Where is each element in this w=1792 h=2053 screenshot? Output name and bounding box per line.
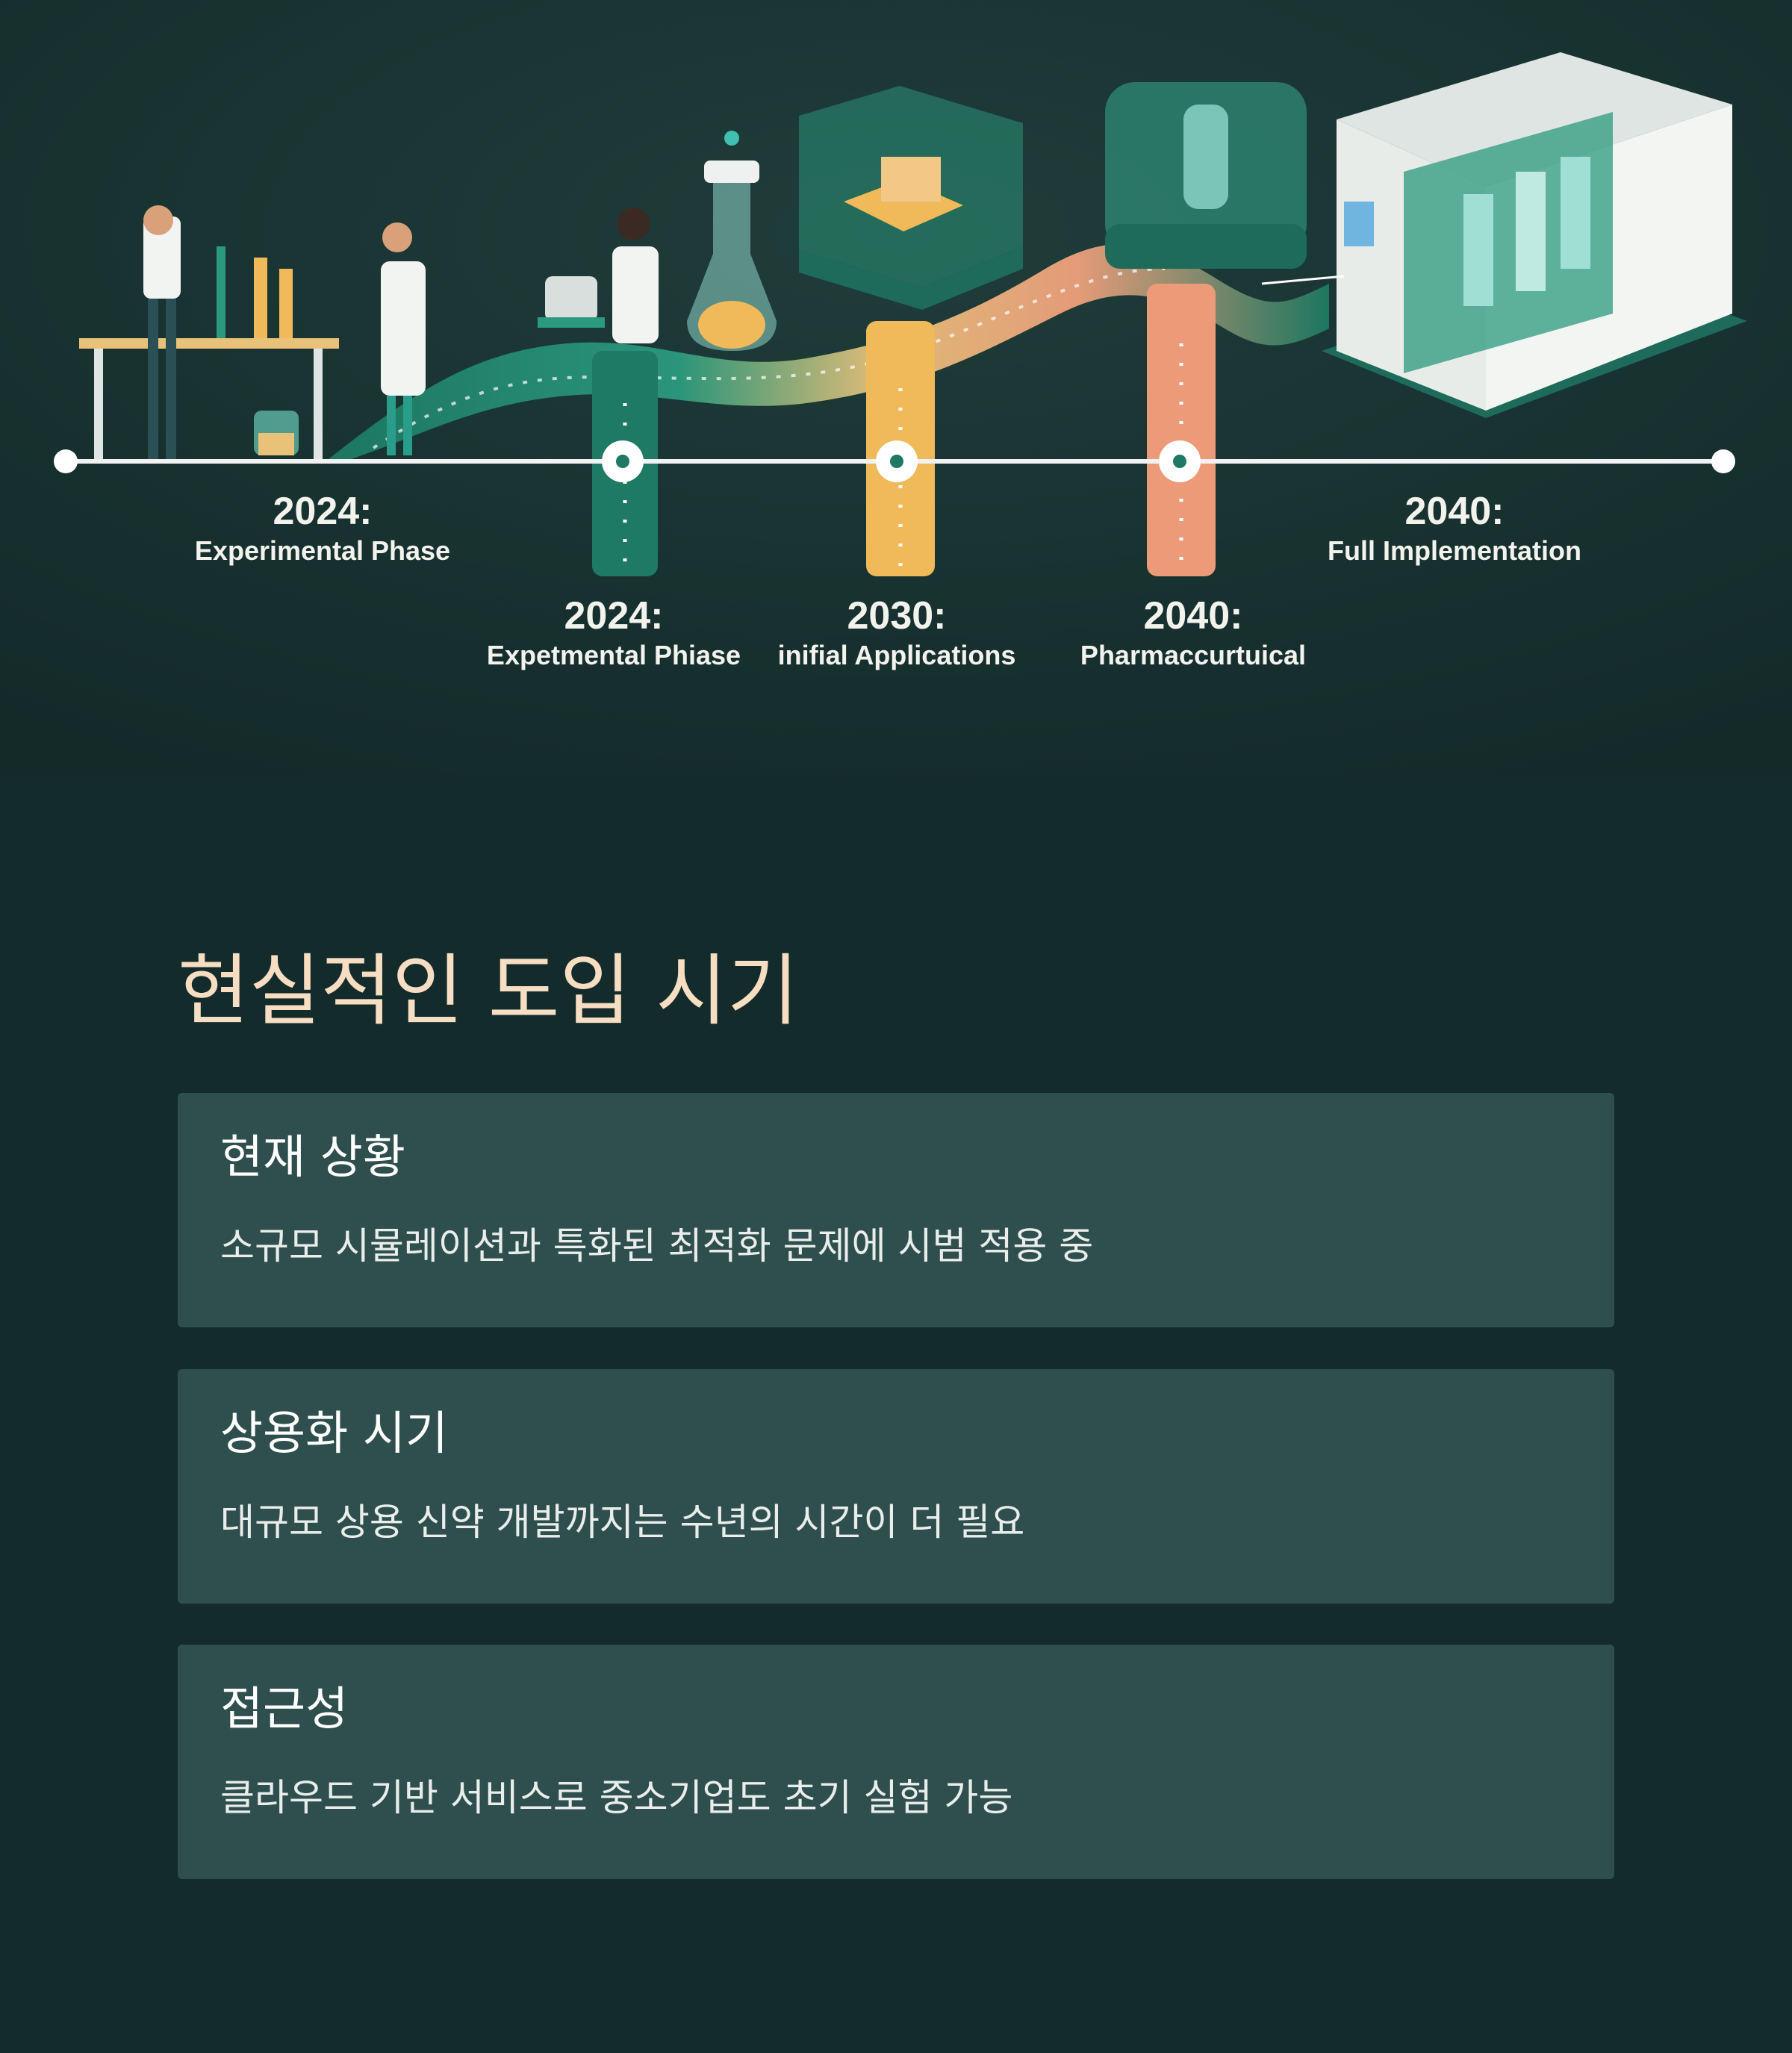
ribbon-dots xyxy=(372,267,1166,449)
milestone-marker-1: 2024: Expetmental Phiase xyxy=(487,594,741,673)
timeline-graphic xyxy=(0,0,1792,775)
card-title: 접근성 xyxy=(220,1681,349,1736)
quantum-box-1 xyxy=(799,86,1023,310)
pillar-peach xyxy=(1147,284,1216,576)
info-card-accessibility: 접근성 클라우드 기반 서비스로 중소기업도 초기 실험 가능 xyxy=(178,1645,1614,1879)
info-card-commercialization: 상용화 시기 대규모 상용 신약 개발까지는 수년의 시간이 더 필요 xyxy=(178,1369,1614,1604)
info-card-current-status: 현재 상황 소규모 시뮬레이션과 특화된 최적화 문제에 시범 적용 중 xyxy=(178,1093,1614,1327)
milestone-year: 2024: xyxy=(273,490,373,533)
timeline-ribbon xyxy=(329,243,1329,459)
milestone-label: Experimental Phase xyxy=(194,535,451,566)
card-text: 클라우드 기반 서비스로 중소기업도 초기 실험 가능 xyxy=(220,1776,1013,1819)
quantum-computer xyxy=(1261,52,1747,418)
milestone-label: Expetmental Phiase xyxy=(486,640,741,670)
card-title: 현재 상황 xyxy=(220,1130,405,1184)
milestone-top-right: 2040: Full Implementation xyxy=(1328,489,1581,568)
timeline-illustration: 2024: Experimental Phase 2024: Expetment… xyxy=(0,0,1792,775)
milestone-top-left: 2024: Experimental Phase xyxy=(195,489,450,568)
lab-scene xyxy=(79,205,426,461)
microscope-scene xyxy=(538,208,659,343)
milestone-label: Full Implementation xyxy=(1327,535,1582,566)
milestone-year: 2040: xyxy=(1143,594,1243,638)
timeline-start-dot xyxy=(54,449,78,473)
flask-scene xyxy=(687,131,777,351)
milestone-marker-2: 2030: inifial Applications xyxy=(778,594,1016,673)
card-text: 소규모 시뮬레이션과 특화된 최적화 문제에 시범 적용 중 xyxy=(220,1224,1094,1268)
milestone-label: inifial Applications xyxy=(777,640,1016,670)
milestone-year: 2040: xyxy=(1404,490,1505,533)
card-title: 상용화 시기 xyxy=(220,1406,448,1460)
milestone-label: Pharmaccurtuical xyxy=(1080,640,1307,670)
milestone-year: 2030: xyxy=(847,594,947,638)
milestone-marker-3: 2040: Pharmaccurtuical xyxy=(1080,594,1306,673)
timeline-end-dot xyxy=(1711,449,1735,473)
quantum-box-2 xyxy=(1105,82,1307,269)
section-title: 현실적인 도입 시기 xyxy=(178,945,799,1036)
card-text: 대규모 상용 신약 개발까지는 수년의 시간이 더 필요 xyxy=(220,1501,1025,1544)
milestone-year: 2024: xyxy=(564,594,664,638)
